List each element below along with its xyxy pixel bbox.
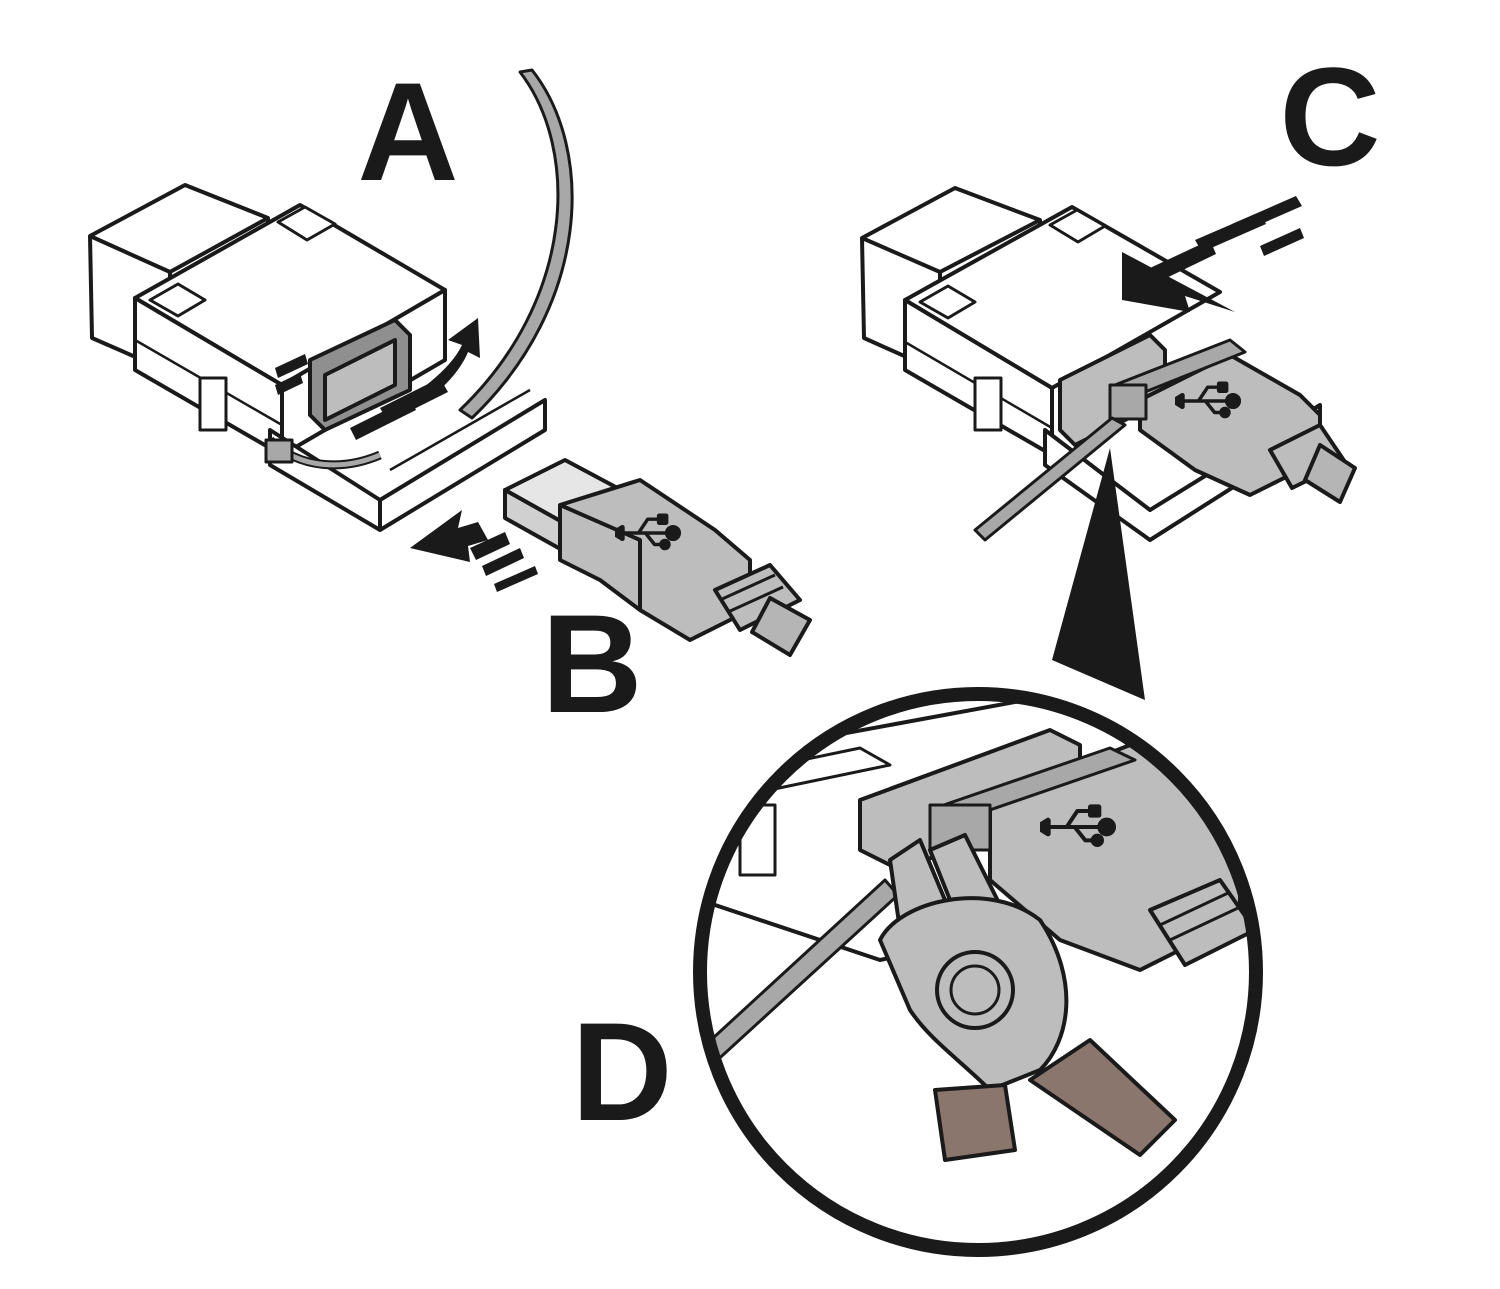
arrow-icon-c [1122, 196, 1304, 312]
usb-plug-left [503, 458, 812, 657]
zoom-callout-pointer [1052, 448, 1145, 700]
step-label-c: C [1279, 38, 1380, 195]
zoom-detail [693, 687, 1263, 1257]
left-assembly [88, 68, 574, 532]
right-assembly [860, 186, 1357, 542]
step-label-a: A [357, 53, 458, 210]
step-label-d: D [571, 993, 672, 1150]
arrow-icon [410, 510, 538, 592]
side-cutter-icon [878, 833, 1177, 1162]
step-label-b: B [541, 585, 642, 742]
